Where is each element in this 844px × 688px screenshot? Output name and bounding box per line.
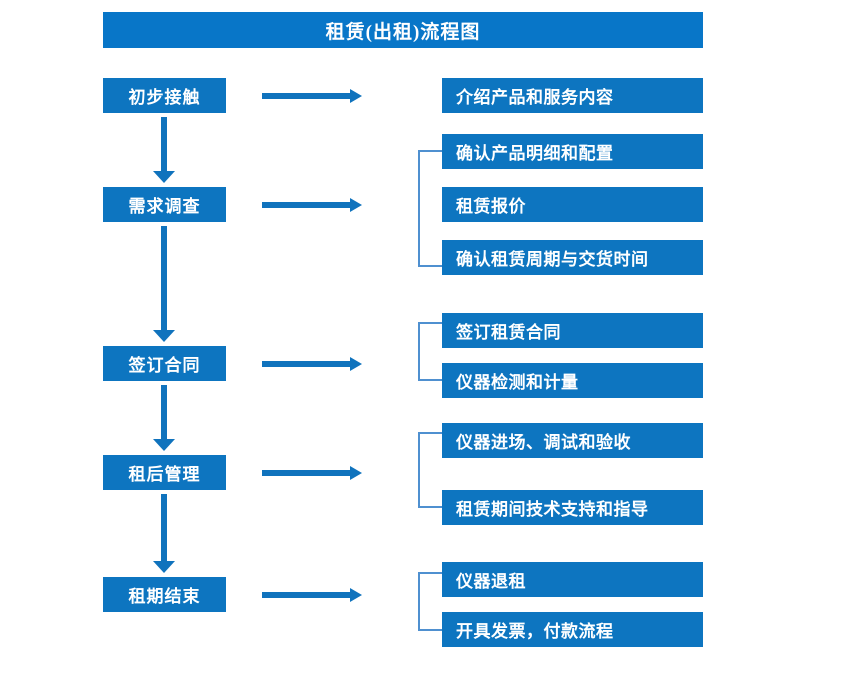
horizontal-arrow-2 — [262, 195, 362, 215]
detail-box-instrument-return[interactable]: 仪器退租 — [442, 562, 703, 597]
detail-box-invoice-payment[interactable]: 开具发票，付款流程 — [442, 612, 703, 647]
stage-box-demand-survey[interactable]: 需求调查 — [103, 187, 226, 222]
horizontal-arrow-5 — [262, 585, 362, 605]
detail-box-confirm-period[interactable]: 确认租赁周期与交货时间 — [442, 240, 703, 275]
stage-box-post-rent-mgmt[interactable]: 租后管理 — [103, 455, 226, 490]
detail-box-rental-quote[interactable]: 租赁报价 — [442, 187, 703, 222]
horizontal-arrow-3 — [262, 354, 362, 374]
vertical-arrow-1 — [153, 117, 175, 183]
group-bracket-sign-contract — [418, 322, 442, 381]
group-bracket-post-rent-mgmt — [418, 432, 442, 508]
detail-box-instrument-delivery[interactable]: 仪器进场、调试和验收 — [442, 423, 703, 458]
stage-box-lease-end[interactable]: 租期结束 — [103, 577, 226, 612]
stage-box-initial-contact[interactable]: 初步接触 — [103, 78, 226, 113]
group-bracket-demand-survey — [418, 150, 442, 267]
horizontal-arrow-4 — [262, 463, 362, 483]
detail-box-confirm-spec[interactable]: 确认产品明细和配置 — [442, 134, 703, 169]
page-title: 租赁(出租)流程图 — [103, 12, 703, 48]
group-bracket-lease-end — [418, 572, 442, 631]
detail-box-sign-lease-contract[interactable]: 签订租赁合同 — [442, 313, 703, 348]
vertical-arrow-2 — [153, 226, 175, 342]
detail-box-tech-support[interactable]: 租赁期间技术支持和指导 — [442, 490, 703, 525]
horizontal-arrow-1 — [262, 86, 362, 106]
detail-box-introduce-products[interactable]: 介绍产品和服务内容 — [442, 78, 703, 113]
detail-box-instrument-testing[interactable]: 仪器检测和计量 — [442, 363, 703, 398]
vertical-arrow-3 — [153, 385, 175, 451]
stage-box-sign-contract[interactable]: 签订合同 — [103, 346, 226, 381]
vertical-arrow-4 — [153, 494, 175, 573]
